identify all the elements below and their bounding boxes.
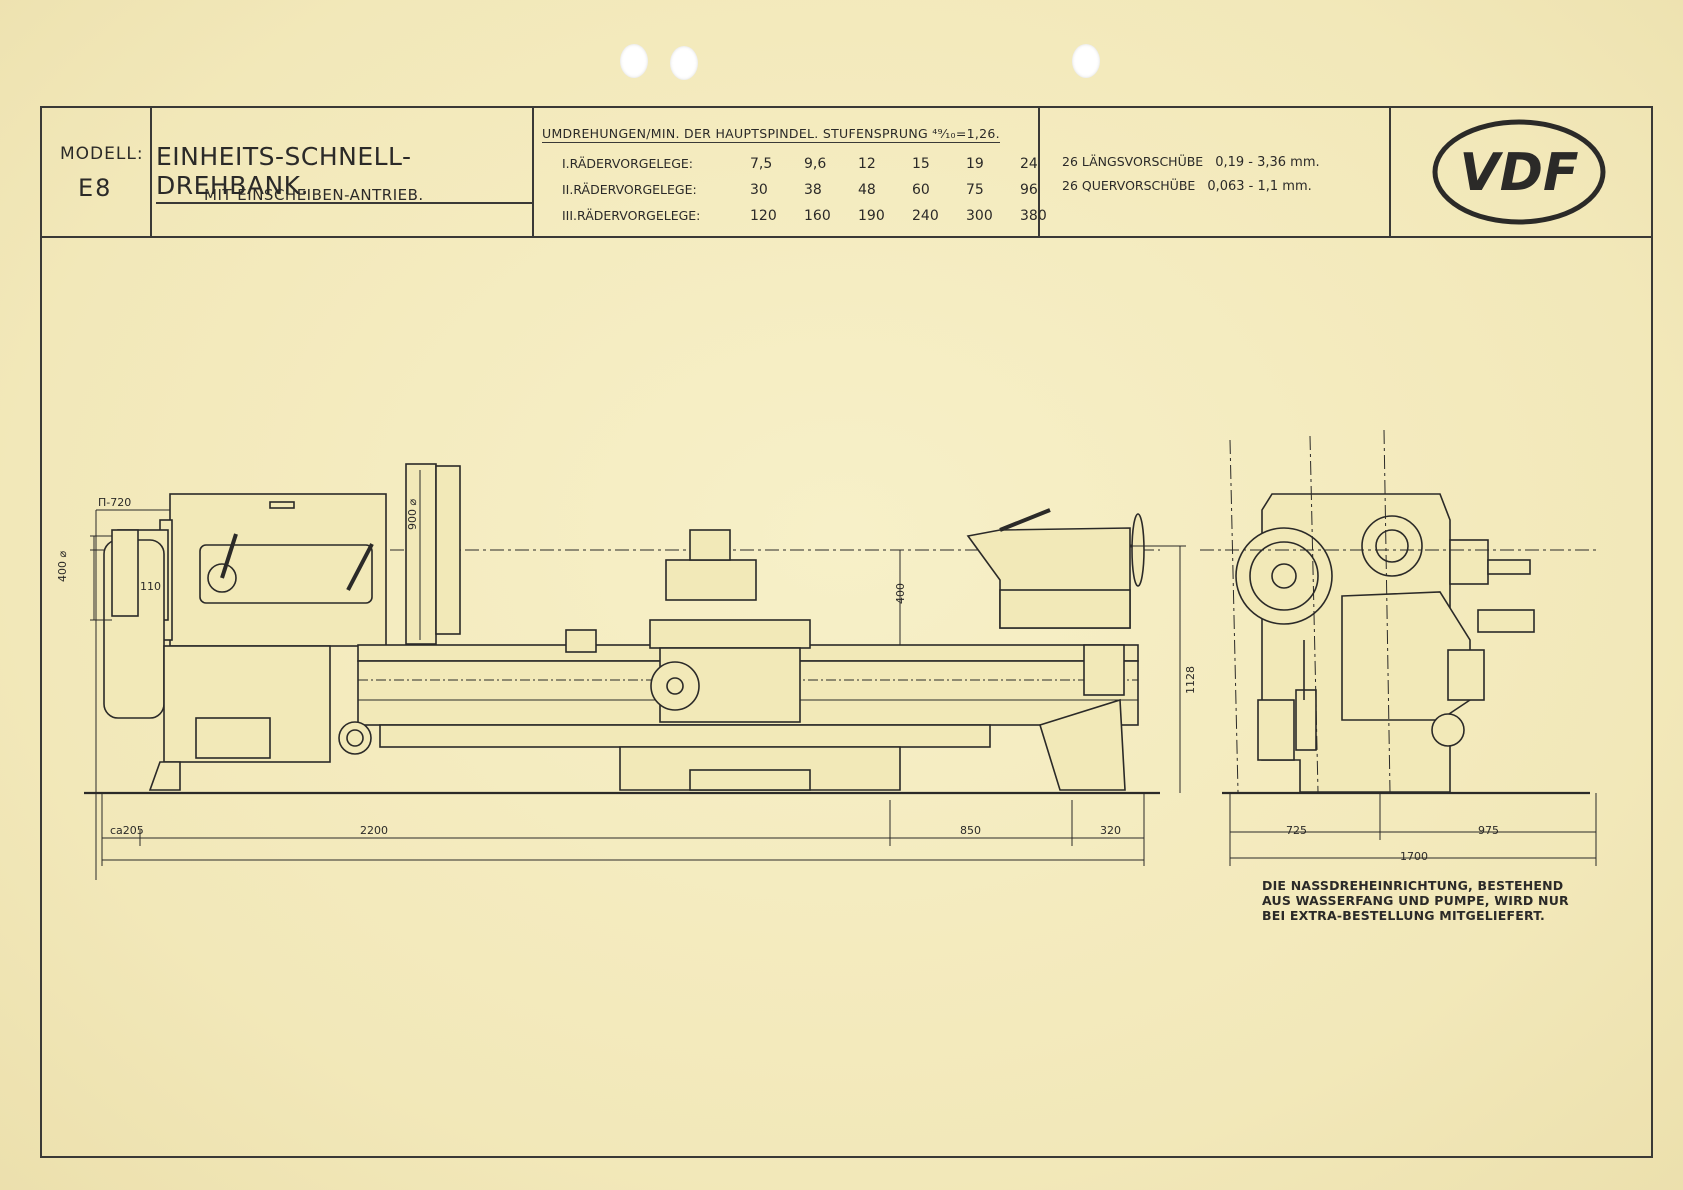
machine-subtitle: MIT EINSCHEIBEN-ANTRIEB. <box>204 186 424 204</box>
model-cell: MODELL: E8 <box>40 106 152 236</box>
note-line: DIE NASSDREHEINRICHTUNG, BESTEHEND <box>1262 878 1564 893</box>
punch-hole <box>1072 44 1100 78</box>
speed-value: 12 <box>858 156 876 172</box>
speed-value: 48 <box>858 182 876 198</box>
speed-row-label: III.RÄDERVORGELEGE: <box>562 208 701 223</box>
speed-value: 30 <box>750 182 768 198</box>
speed-row: II.RÄDERVORGELEGE: 30 38 48 60 75 96 <box>562 182 1074 198</box>
dim-height: 1128 <box>1184 666 1197 694</box>
carriage <box>565 529 811 723</box>
speed-heading: UMDREHUNGEN/MIN. DER HAUPTSPINDEL. STUFE… <box>542 126 1000 143</box>
wet-turning-note: DIE NASSDREHEINRICHTUNG, BESTEHEND AUS W… <box>1262 878 1569 923</box>
note-line: AUS WASSERFANG UND PUMPE, WIRD NUR <box>1262 893 1569 908</box>
dimension-labels: Π-720 400 ⌀ 900 ⌀ 110 400 1128 ca205 220… <box>56 496 1499 863</box>
speed-value: 7,5 <box>750 156 773 172</box>
punch-hole <box>620 44 648 78</box>
end-view <box>1235 493 1535 793</box>
speed-row: I.RÄDERVORGELEGE: 7,5 9,6 12 15 19 24 <box>562 156 1074 172</box>
dim-320: 320 <box>1100 824 1121 837</box>
dim-1700: 1700 <box>1400 850 1428 863</box>
speed-row: III.RÄDERVORGELEGE: 120 160 190 240 300 380 <box>562 208 1074 224</box>
speed-value: 19 <box>966 156 984 172</box>
title-block: MODELL: E8 EINHEITS-SCHNELL-DREHBANK. MI… <box>40 106 1653 238</box>
speed-value: 160 <box>804 208 831 224</box>
feed-row: 26 LÄNGSVORSCHÜBE 0,19 - 3,36 mm. <box>1062 154 1320 170</box>
speed-value: 15 <box>912 156 930 172</box>
dim-725: 725 <box>1286 824 1307 837</box>
speed-row-label: II.RÄDERVORGELEGE: <box>562 182 697 197</box>
dim-overhang: ca205 <box>110 824 144 837</box>
dim-pulley: Π-720 <box>98 496 131 509</box>
spindle-speed-cell: UMDREHUNGEN/MIN. DER HAUPTSPINDEL. STUFE… <box>534 106 1047 236</box>
gearbox <box>163 645 372 763</box>
logo-text: VDF <box>1460 143 1579 203</box>
speed-value: 9,6 <box>804 156 827 172</box>
logo-cell: VDF <box>1391 106 1651 236</box>
note-line: BEI EXTRA-BESTELLUNG MITGELIEFERT. <box>1262 908 1545 923</box>
feed-value: 0,063 - 1,1 mm. <box>1207 179 1312 194</box>
speed-value: 60 <box>912 182 930 198</box>
speed-value: 380 <box>1020 208 1047 224</box>
dim-bed-length: 2200 <box>360 824 388 837</box>
speed-value: 120 <box>750 208 777 224</box>
dim-small: 110 <box>140 580 161 593</box>
chuck <box>405 463 461 645</box>
speed-value: 38 <box>804 182 822 198</box>
dim-975: 975 <box>1478 824 1499 837</box>
feed-value: 0,19 - 3,36 mm. <box>1215 155 1320 170</box>
lathe-legs <box>148 698 1126 791</box>
feed-row: 26 QUERVORSCHÜBE 0,063 - 1,1 mm. <box>1062 178 1312 194</box>
dim-swing-gap: 900 ⌀ <box>406 499 419 530</box>
feed-label: 26 QUERVORSCHÜBE <box>1062 178 1196 193</box>
model-label: MODELL: <box>60 144 144 164</box>
dim-swing: 400 ⌀ <box>56 551 69 582</box>
feed-label: 26 LÄNGSVORSCHÜBE <box>1062 154 1204 169</box>
speed-value: 300 <box>966 208 993 224</box>
speed-value: 24 <box>1020 156 1038 172</box>
tailstock <box>966 508 1145 696</box>
punch-hole <box>670 46 698 80</box>
dim-850: 850 <box>960 824 981 837</box>
dim-center-height: 400 <box>894 583 907 604</box>
model-value: E8 <box>78 174 113 202</box>
vdf-logo: VDF <box>1432 119 1606 225</box>
speed-value: 75 <box>966 182 984 198</box>
speed-row-label: I.RÄDERVORGELEGE: <box>562 156 694 171</box>
drawing-frame <box>40 106 1653 1158</box>
title-cell: EINHEITS-SCHNELL-DREHBANK. MIT EINSCHEIB… <box>152 106 534 236</box>
speed-value: 96 <box>1020 182 1038 198</box>
drive-pulley <box>103 529 165 719</box>
machine-title: EINHEITS-SCHNELL-DREHBANK. <box>156 142 532 204</box>
speed-value: 240 <box>912 208 939 224</box>
speed-value: 190 <box>858 208 885 224</box>
feed-cell: 26 LÄNGSVORSCHÜBE 0,19 - 3,36 mm. 26 QUER… <box>1040 106 1391 236</box>
